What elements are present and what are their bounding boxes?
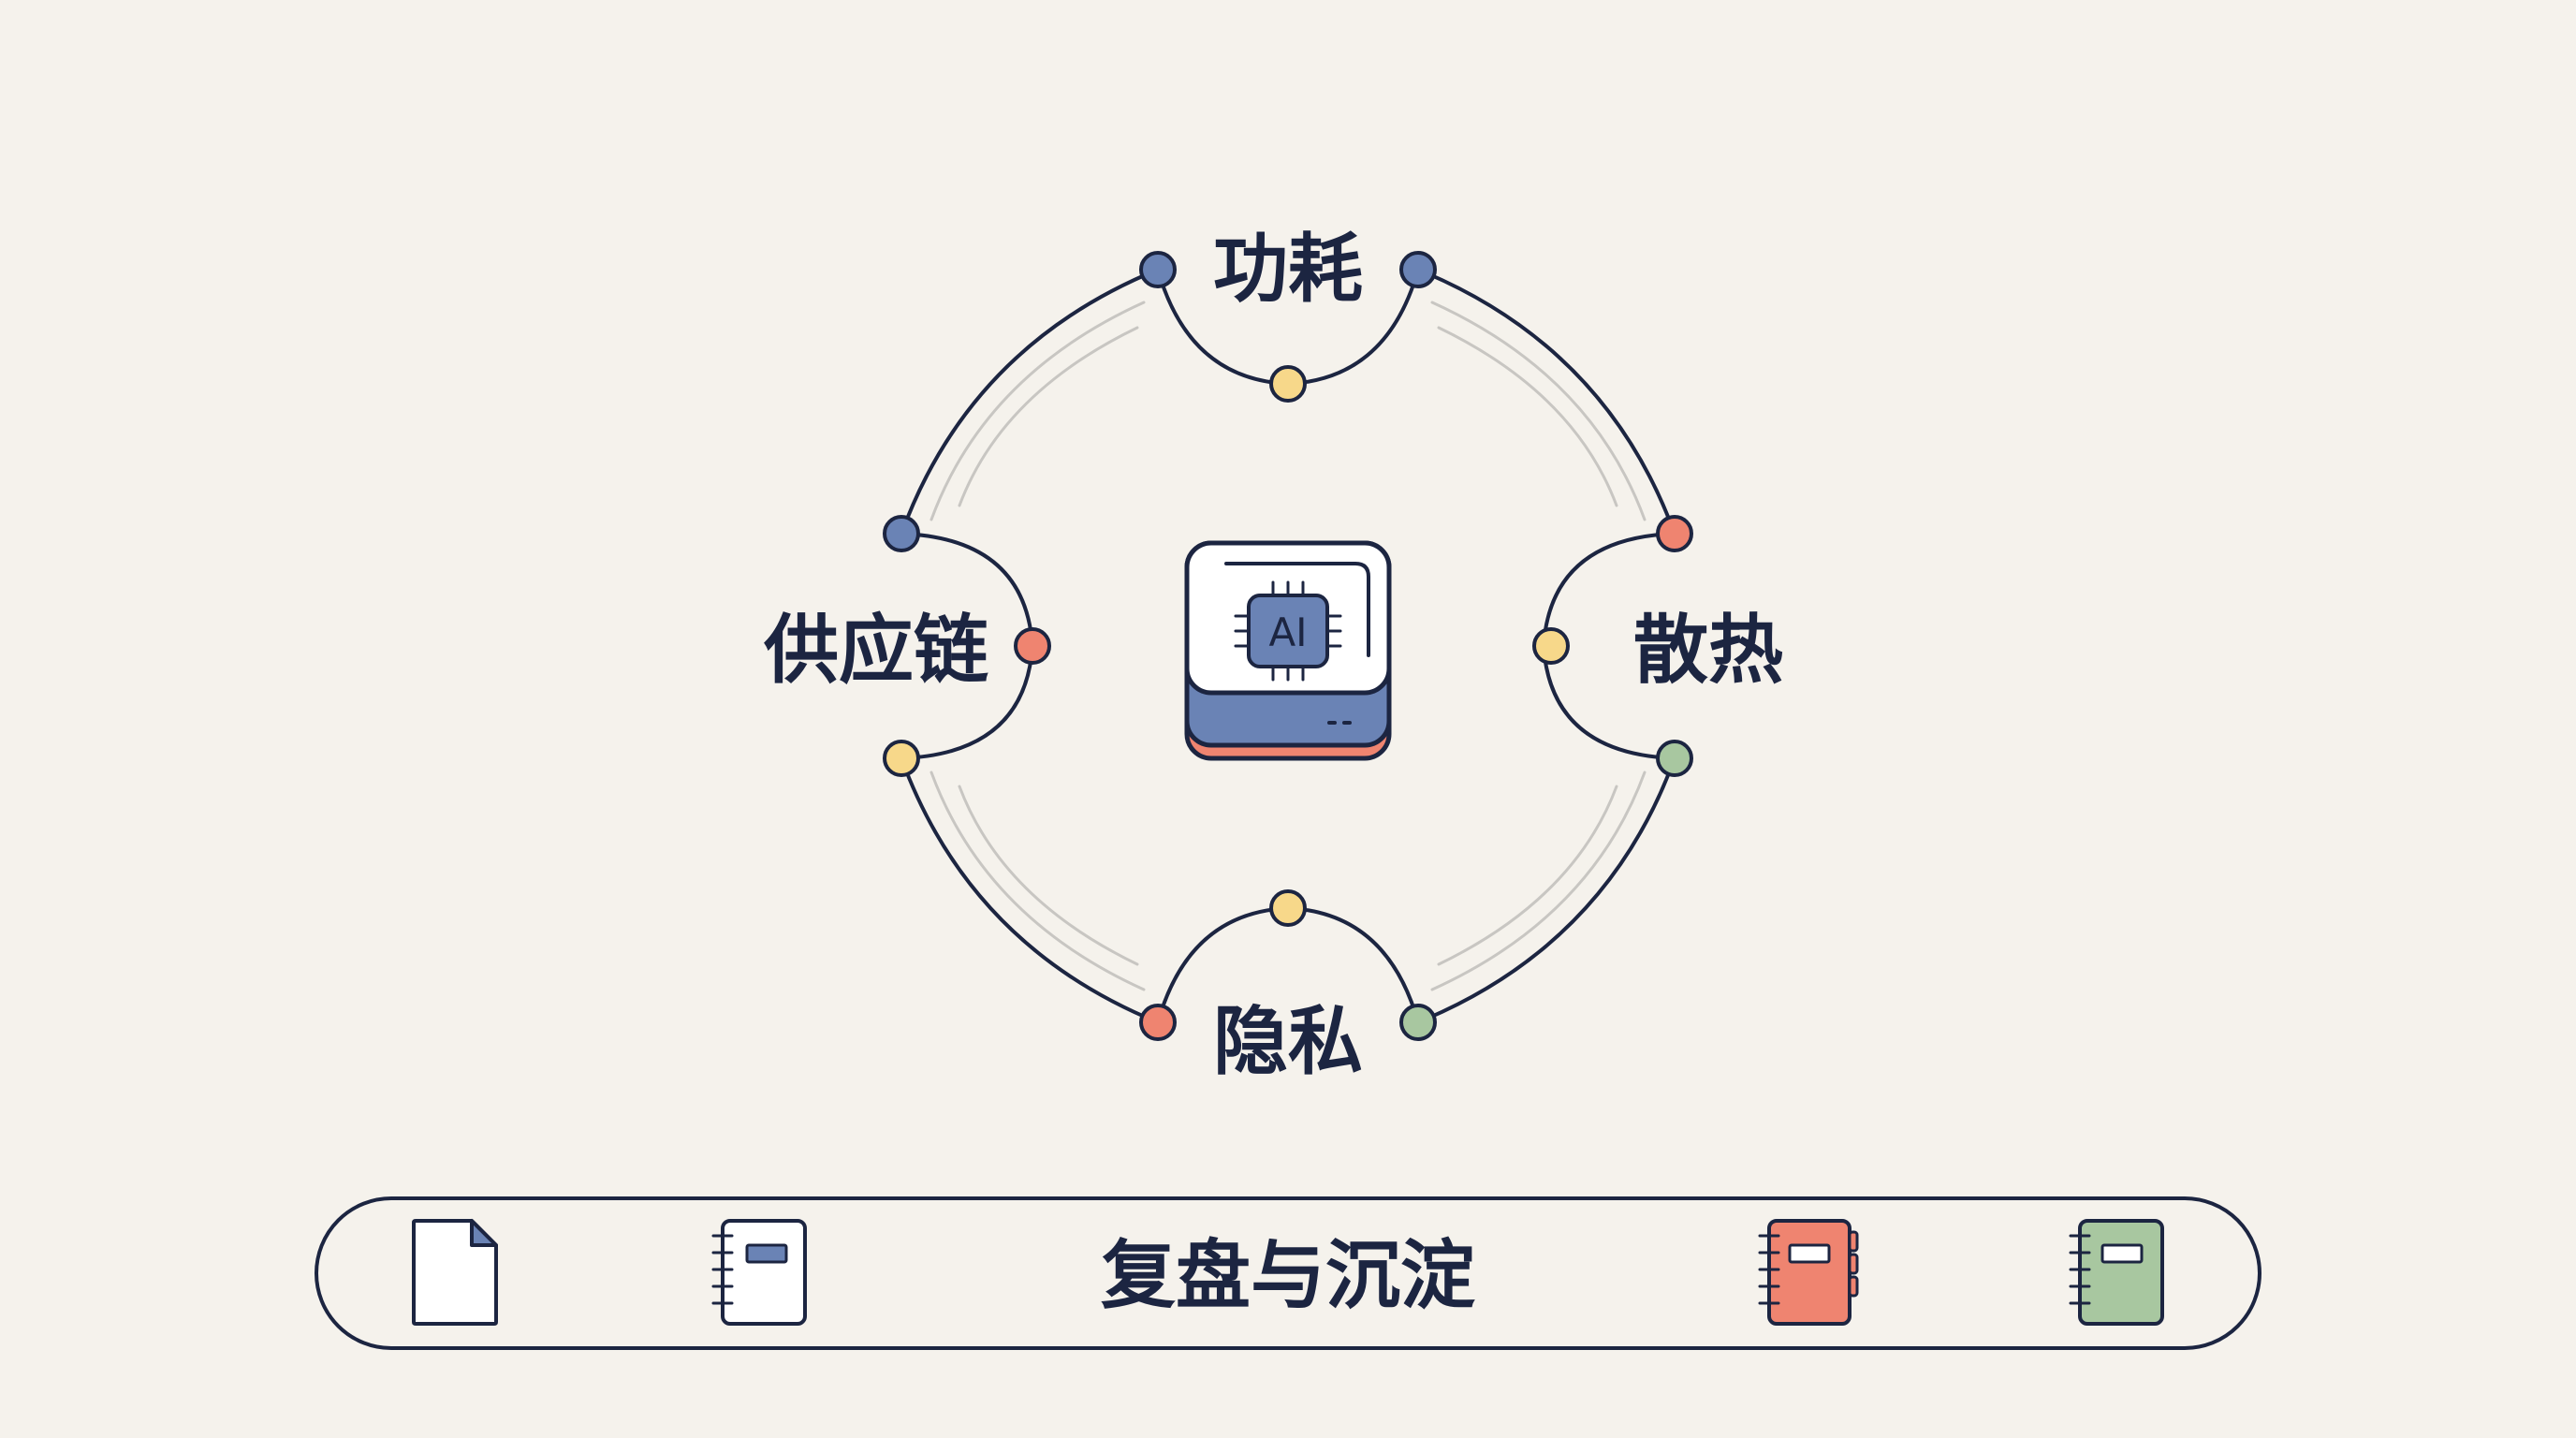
red-notebook-icon [1758, 1219, 1859, 1326]
chip-label: AI [1268, 609, 1307, 655]
guide-arc-bottom-left-outer [929, 770, 1146, 991]
dot-left-top [883, 515, 920, 552]
dot-right-center [1532, 627, 1570, 665]
ring-arc-bottom-right [1416, 756, 1676, 1024]
node-label-left: 供应链 [764, 607, 988, 694]
dot-right-bottom [1656, 740, 1693, 777]
dot-bottom-right [1399, 1004, 1437, 1041]
dot-top-right [1399, 251, 1437, 288]
dot-bottom-left [1139, 1004, 1177, 1041]
guide-arc-bottom-right-outer [1430, 770, 1647, 991]
green-notebook-icon [2069, 1219, 2164, 1326]
document-icon [412, 1219, 498, 1326]
dot-right-top [1656, 515, 1693, 552]
dot-top-left [1139, 251, 1177, 288]
guide-arc-bottom-left-inner [958, 785, 1139, 966]
dot-left-center [1014, 627, 1051, 665]
ring-arcs [900, 268, 1676, 1024]
guide-arc-top-right-outer [1430, 301, 1647, 521]
guide-arcs [929, 301, 1647, 991]
node-label-top: 功耗 [1213, 226, 1363, 313]
ring-arc-top-left [900, 268, 1160, 536]
chip-pins [1234, 580, 1342, 682]
ring-arc-top-right [1416, 268, 1676, 536]
footer-label: 复盘与沉淀 [1101, 1232, 1475, 1319]
guide-arc-top-left-outer [929, 301, 1146, 521]
chip-body [1247, 594, 1329, 668]
guide-arc-top-right-inner [1437, 326, 1618, 507]
ring-arc-bottom-left [900, 756, 1160, 1024]
dot-left-bottom [883, 740, 920, 777]
guide-arc-top-left-inner [958, 326, 1139, 507]
dot-bottom-center [1269, 889, 1307, 927]
white-notebook-icon [711, 1219, 807, 1326]
guide-arc-bottom-right-inner [1437, 785, 1618, 966]
node-label-bottom: 隐私 [1213, 998, 1363, 1085]
device-highlight-line [1224, 562, 1370, 657]
ai-chip-device-icon: AI [1184, 540, 1392, 761]
footer-bar: 复盘与沉淀 [315, 1196, 2261, 1350]
connector-dots [883, 251, 1693, 1041]
node-label-right: 散热 [1633, 607, 1783, 694]
dot-top-center [1269, 365, 1307, 403]
